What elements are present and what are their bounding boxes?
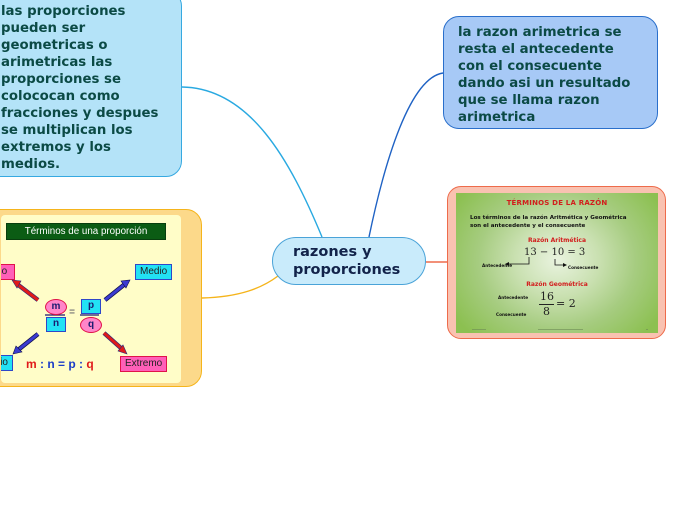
topic-razon-arimetrica[interactable]: la razon arimetrica se resta el antecede… xyxy=(443,16,658,129)
fraction-bar xyxy=(539,304,554,305)
topic-terminos-proporcion-image[interactable]: Términos de una proporción Extremo Medio… xyxy=(0,209,202,387)
slide-title: TÉRMINOS DE LA RAZÓN xyxy=(506,199,608,207)
arrows xyxy=(11,279,131,355)
geom-heading: Razón Geométrica xyxy=(526,281,588,288)
arith-consequent-label: Consecuente xyxy=(568,265,599,270)
arrow-to-medio-top-right-icon xyxy=(103,279,131,302)
diagram-title: Términos de una proporción xyxy=(6,223,166,240)
ratio-m: m xyxy=(26,357,37,371)
slide-footer-page xyxy=(646,328,648,330)
ratio-equation: m : n = p : q xyxy=(26,357,94,371)
fraction-left-denominator: n xyxy=(46,317,66,332)
arith-expression: 13 − 10 = 3 xyxy=(524,247,586,258)
ratio-n: n xyxy=(47,357,55,371)
central-topic-label: razones y proporciones xyxy=(293,244,401,278)
ratio-sep1: : xyxy=(36,357,48,371)
label-medio-top-right: Medio xyxy=(135,264,173,280)
geom-denominator: 8 xyxy=(543,305,550,318)
geom-numerator: 16 xyxy=(540,290,554,303)
slide-footer-author xyxy=(538,328,583,330)
arrow-to-extremo-top-left-icon xyxy=(11,279,40,302)
label-medio-bottom-left: Medio xyxy=(1,355,13,371)
slide-footer-date xyxy=(472,328,486,330)
fraction-right-denominator: q xyxy=(80,317,102,333)
central-topic[interactable]: razones y proporciones xyxy=(272,237,426,285)
geom-consequent-label: Consecuente xyxy=(496,312,527,317)
arrow-to-medio-bottom-left-icon xyxy=(12,332,40,355)
branch-right-top xyxy=(368,72,444,238)
ratio-q: q xyxy=(86,357,94,371)
fraction-equals: = xyxy=(69,307,75,318)
ratio-p: p xyxy=(68,357,76,371)
terminos-razon-slide: TÉRMINOS DE LA RAZÓN Los términos de la … xyxy=(456,193,658,333)
slide-intro: Los términos de la razón Aritmética y Ge… xyxy=(470,215,627,229)
antecedent-arrow-icon xyxy=(505,257,530,266)
arith-heading: Razón Aritmética xyxy=(527,237,587,244)
label-extremo-top-left: Extremo xyxy=(1,264,15,280)
topic-terminos-razon-image[interactable]: TÉRMINOS DE LA RAZÓN Los términos de la … xyxy=(447,186,666,339)
ratio-sep2: : xyxy=(75,357,87,371)
fraction-left-numerator: m xyxy=(45,299,67,315)
topic-text: las proporciones pueden ser geometricas … xyxy=(1,4,159,172)
arrow-to-extremo-bottom-right-icon xyxy=(102,331,128,355)
arith-antecedent-label: Antecedente xyxy=(482,263,513,268)
fraction-right-numerator: p xyxy=(81,299,101,314)
consequent-arrow-icon xyxy=(554,259,567,267)
label-extremo-bottom-right: Extremo xyxy=(120,356,168,372)
branch-left-image xyxy=(201,275,279,299)
topic-proporciones-description[interactable]: las proporciones pueden ser geometricas … xyxy=(0,0,182,177)
geom-antecedent-label: Antecedente xyxy=(498,295,529,300)
geom-result: = 2 xyxy=(556,297,576,310)
ratio-eq: = xyxy=(54,357,69,371)
branch-left-top xyxy=(181,86,323,238)
topic-text: la razon arimetrica se resta el antecede… xyxy=(458,25,631,125)
terminos-proporcion-diagram: Términos de una proporción Extremo Medio… xyxy=(1,215,181,383)
